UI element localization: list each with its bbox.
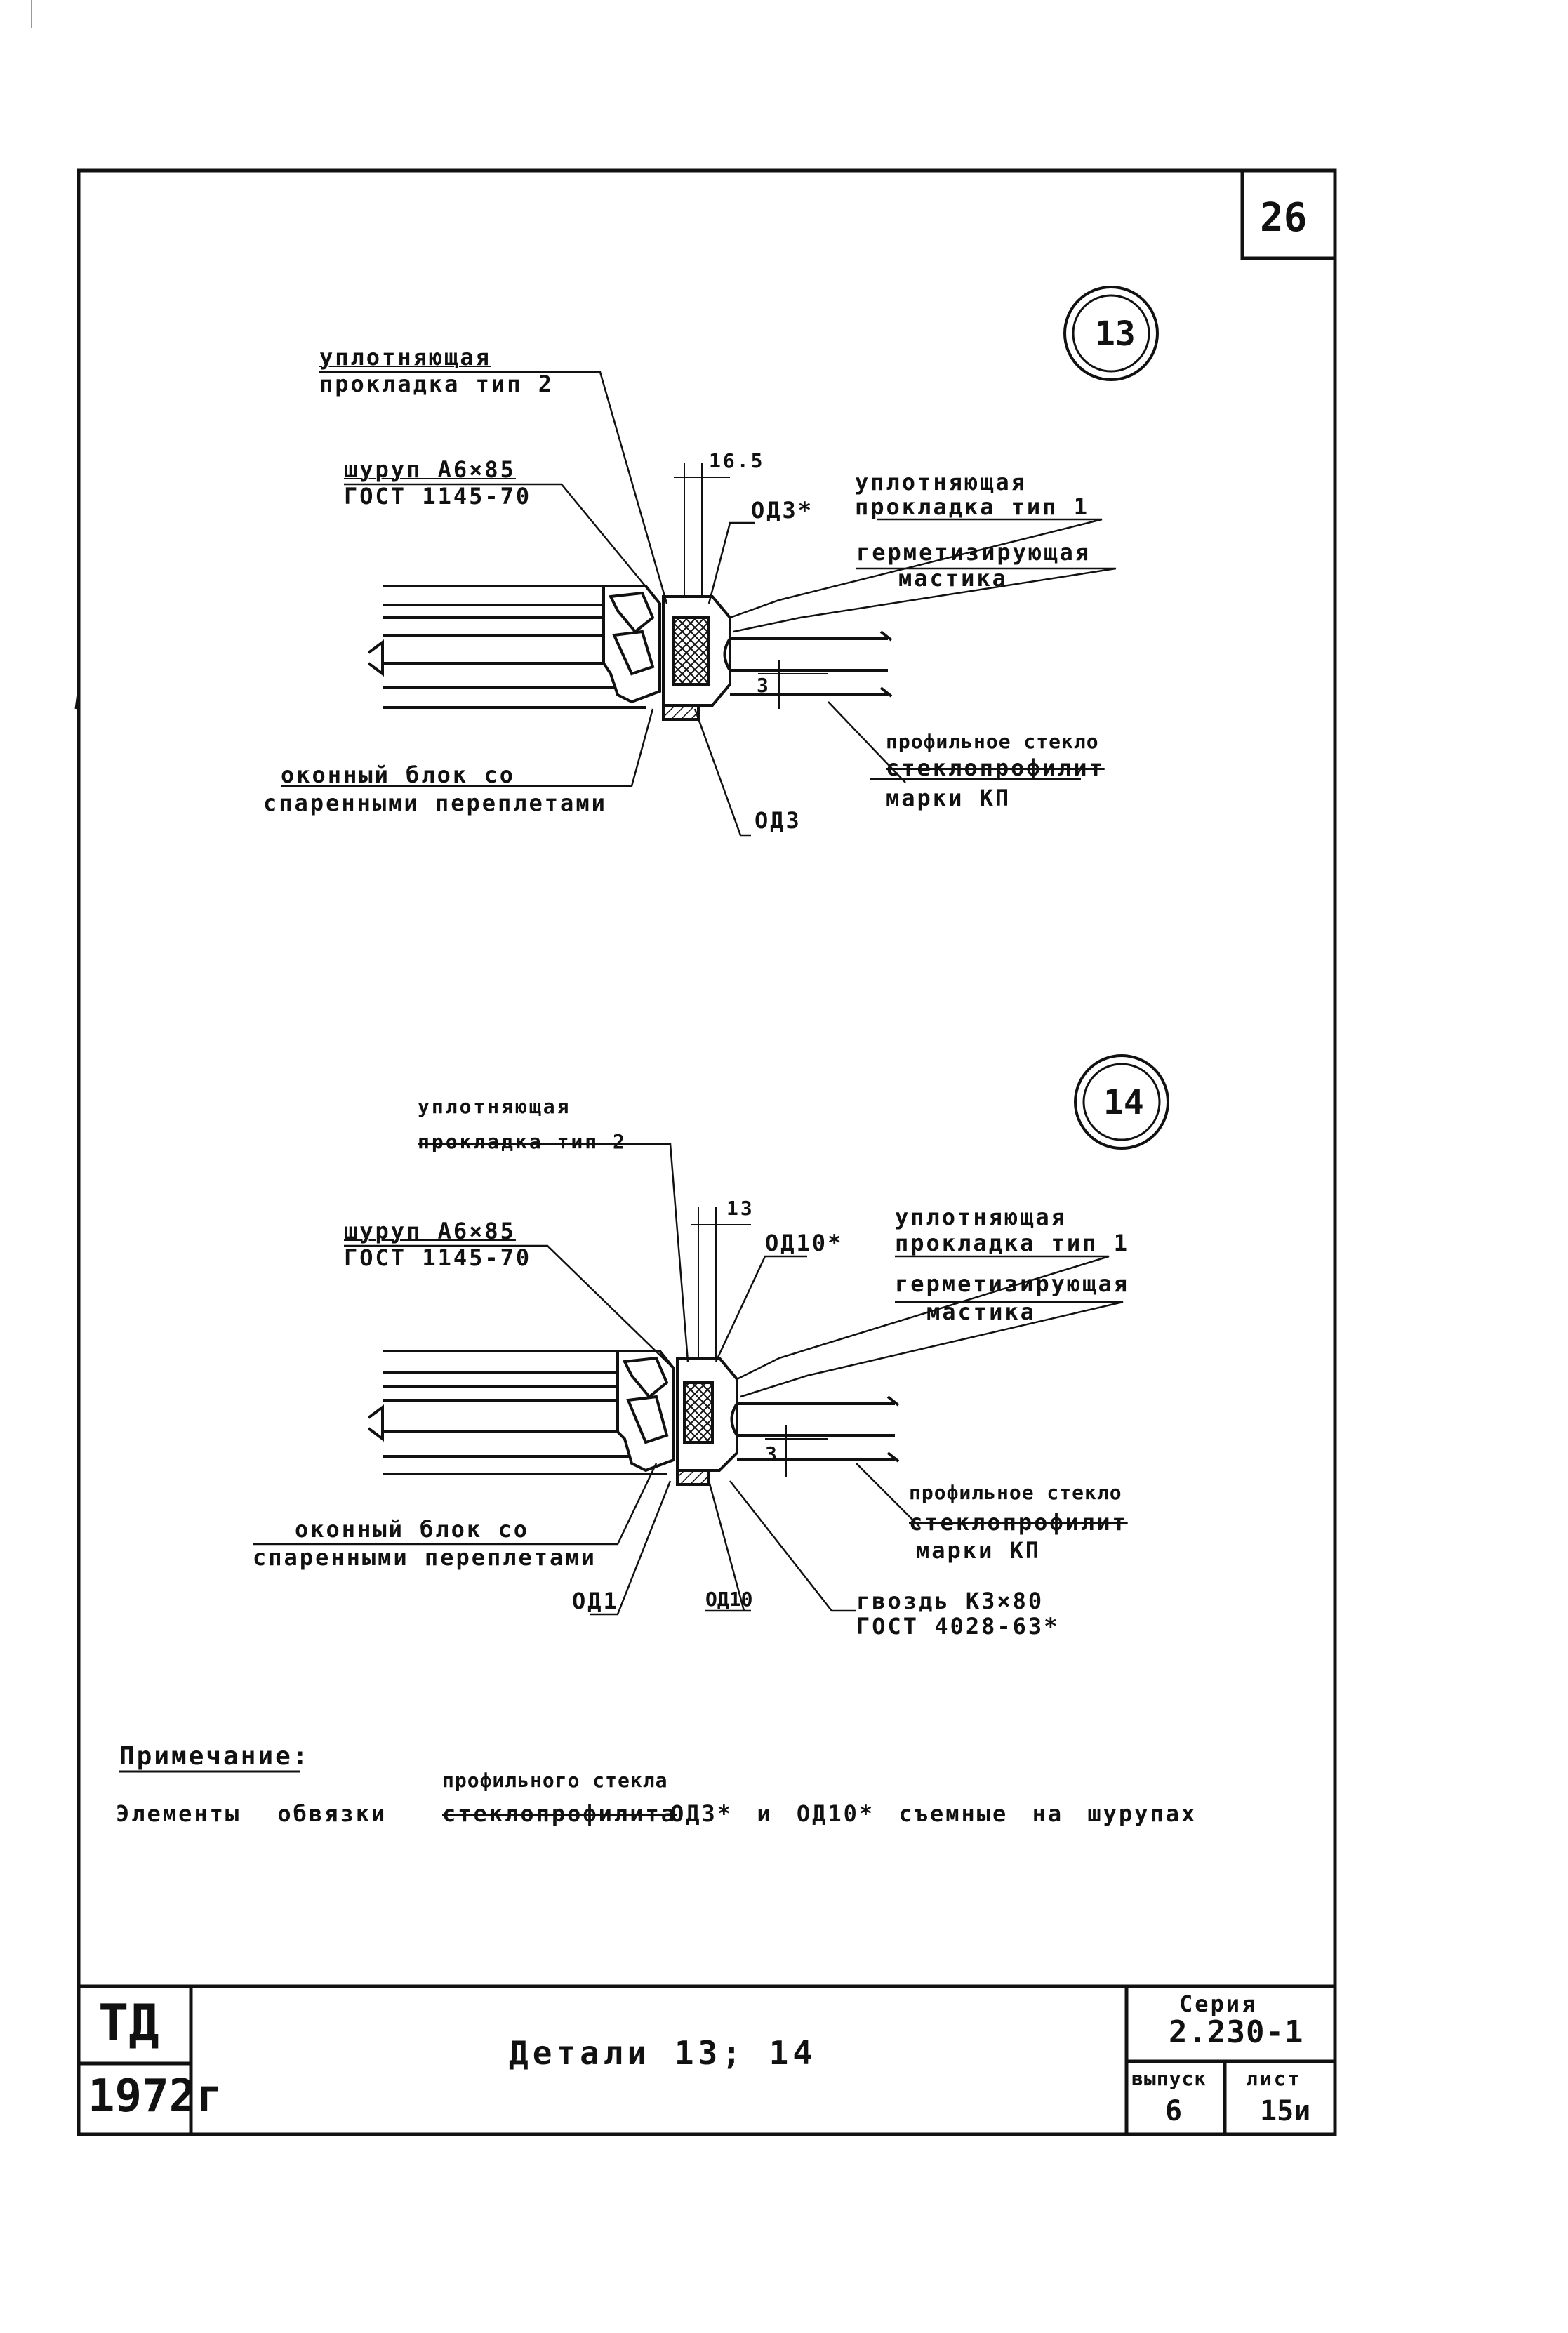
- detail-13-leaders: [281, 371, 1117, 837]
- note-struck-word: стеклопрофилита: [442, 1800, 677, 1827]
- d14-screw-label-1: шуруп А6×85: [344, 1218, 516, 1244]
- d13-sealant-label-2: мастика: [898, 565, 1008, 592]
- year: 1972г: [88, 2071, 223, 2122]
- detail-14-leaders: [253, 1143, 1124, 1616]
- d13-gasket1-label-1: уплотняющая: [855, 469, 1027, 496]
- list-label: лист: [1246, 2067, 1302, 2090]
- d14-gasket2-label-1: уплотняющая: [418, 1095, 571, 1118]
- d14-od1: ОД1: [572, 1588, 619, 1614]
- d13-sealant-label-1: герметизирующая: [856, 539, 1091, 566]
- issue-label: выпуск: [1131, 2067, 1207, 2090]
- d13-dimension: 16.5: [709, 449, 765, 472]
- detail-14-number: 14: [1103, 1083, 1144, 1122]
- d14-glass-struck: стеклопрофилит: [909, 1509, 1128, 1536]
- d13-window-label-2: спаренными переплетами: [263, 790, 607, 816]
- d13-gasket2-label-2: прокладка тип 2: [319, 371, 554, 397]
- d13-glass-correction: профильное стекло: [886, 730, 1099, 753]
- note-text-end: ОД3* и ОД10* съемные на шурупах: [670, 1800, 1197, 1827]
- d14-glass-grade: марки КП: [916, 1537, 1042, 1564]
- d14-nail-label-1: гвоздь К3×80: [856, 1588, 1044, 1614]
- d14-od10-star: ОД10*: [765, 1230, 844, 1256]
- d13-window-label-1: оконный блок со: [281, 762, 515, 788]
- d14-sealant-label-2: мастика: [926, 1298, 1036, 1325]
- d14-sealant-label-1: герметизирующая: [895, 1270, 1129, 1297]
- d13-gasket2-label-1: уплотняющая: [319, 344, 491, 371]
- d13-glass-struck: стеклопрофилит: [886, 755, 1105, 781]
- note-text-start: Элементы обвязки: [116, 1800, 387, 1827]
- sheet-frame: [77, 168, 1337, 2136]
- detail-13-marker: [1063, 286, 1159, 381]
- d14-gasket1-label-2: прокладка тип 1: [895, 1230, 1129, 1256]
- d14-gasket1-label-1: уплотняющая: [895, 1204, 1067, 1230]
- list-value: 15и: [1260, 2095, 1311, 2127]
- series-value: 2.230-1: [1169, 2014, 1304, 2050]
- d14-screw-label-2: ГОСТ 1145-70: [344, 1244, 532, 1271]
- d13-small-dim: 3: [757, 674, 771, 697]
- d14-window-label-1: оконный блок со: [295, 1516, 529, 1543]
- d13-glass-grade: марки КП: [886, 785, 1011, 811]
- note-correction: профильного стекла: [442, 1769, 668, 1792]
- sheet-number-box: [1240, 168, 1337, 260]
- detail-14-section: [367, 1207, 900, 1486]
- d13-screw-label-1: шуруп А6×85: [344, 456, 516, 483]
- detail-14-marker: [1074, 1054, 1169, 1150]
- d13-gasket1-label-2: прокладка тип 1: [855, 493, 1089, 520]
- d14-glass-correction: профильное стекло: [909, 1481, 1122, 1504]
- d14-dimension: 13: [726, 1197, 755, 1220]
- d13-screw-label-2: ГОСТ 1145-70: [344, 483, 532, 510]
- d13-od3-star: ОД3*: [751, 497, 814, 524]
- detail-13-number: 13: [1095, 314, 1136, 354]
- org-code: ТД: [98, 1993, 159, 2052]
- d14-gasket2-label-2: прокладка тип 2: [418, 1130, 627, 1153]
- d13-od3: ОД3: [755, 807, 802, 834]
- d14-window-label-2: спаренными переплетами: [253, 1544, 597, 1571]
- series-label: Серия: [1179, 1990, 1258, 2017]
- note-title: Примечание:: [119, 1742, 310, 1771]
- d14-od10: ОД10: [705, 1588, 753, 1611]
- sheet-title: Детали 13; 14: [509, 2034, 817, 2072]
- d14-nail-label-2: ГОСТ 4028-63*: [856, 1613, 1060, 1640]
- d14-small-dim: 3: [765, 1442, 779, 1465]
- issue-value: 6: [1165, 2095, 1185, 2127]
- sheet-number: 26: [1260, 195, 1308, 241]
